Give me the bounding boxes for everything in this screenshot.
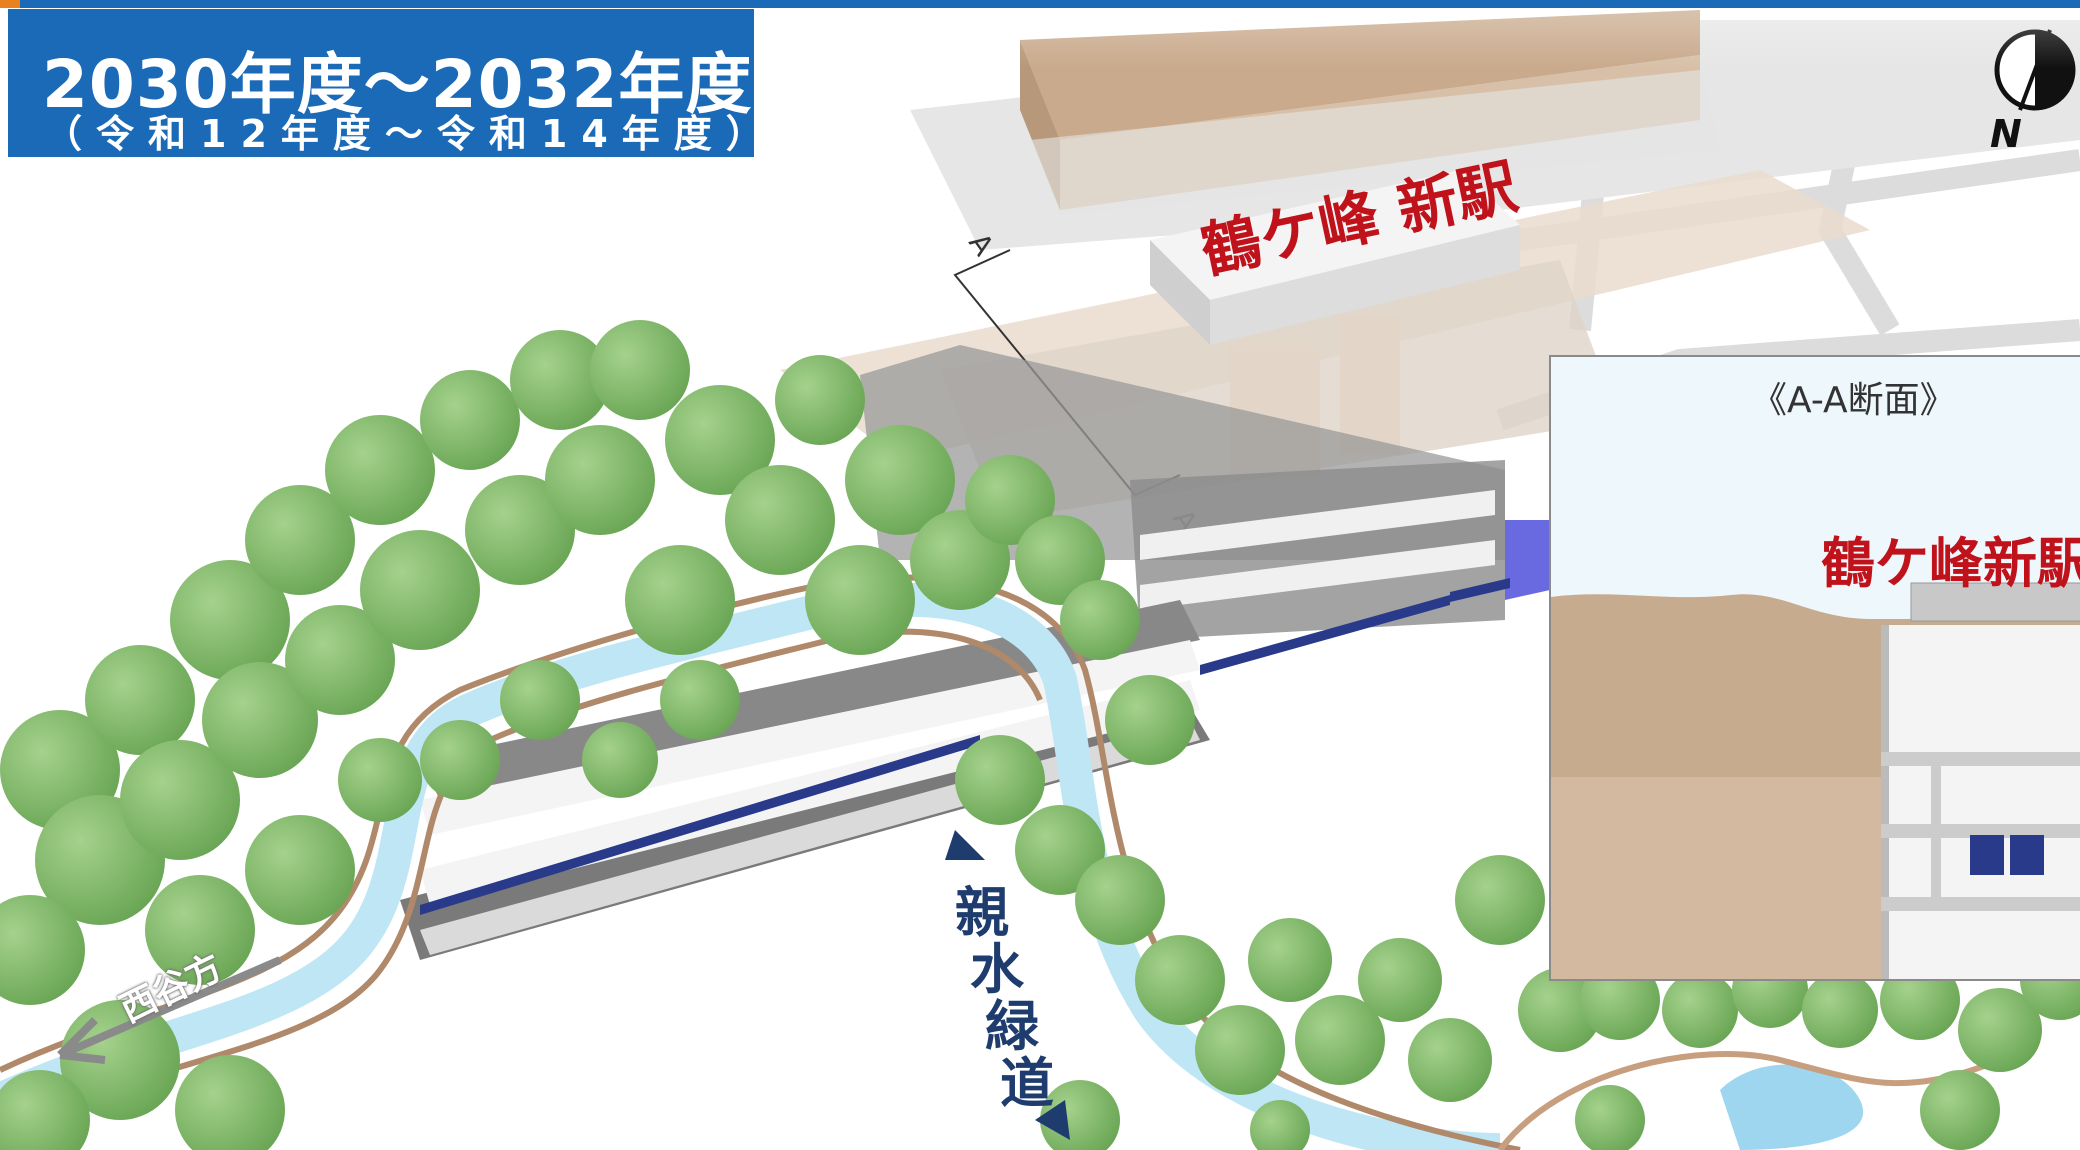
path-char-3: 緑	[985, 995, 1039, 1058]
tree-group-left	[0, 320, 1140, 1150]
title-banner: 2030年度～2032年度 （令和12年度～令和14年度）	[8, 9, 764, 157]
westward-arrow	[57, 956, 282, 1064]
path-char-4: 道	[1000, 1052, 1054, 1115]
path-char-1: 親	[955, 881, 1009, 944]
path-arrow-up-icon	[945, 830, 985, 860]
tree-group-right	[955, 675, 2080, 1150]
path-char-2: 水	[970, 938, 1024, 1001]
path-arrow-down-icon	[1035, 1100, 1070, 1140]
cross-section-drawing	[1551, 357, 2080, 979]
top-stripe	[0, 0, 2080, 8]
inset-title: 《A-A断面》	[1751, 380, 1956, 421]
pond	[1497, 1051, 2002, 1150]
title-sub: （令和12年度～令和14年度）	[44, 112, 778, 156]
train-tracks	[420, 578, 1510, 915]
inset-station-label: 鶴ケ峰新駅	[1821, 532, 2080, 595]
compass-label: N	[1990, 112, 2022, 156]
cross-section-inset: 《A-A断面》 鶴ケ峰新駅	[1549, 355, 2080, 981]
title-main: 2030年度～2032年度	[42, 46, 753, 123]
